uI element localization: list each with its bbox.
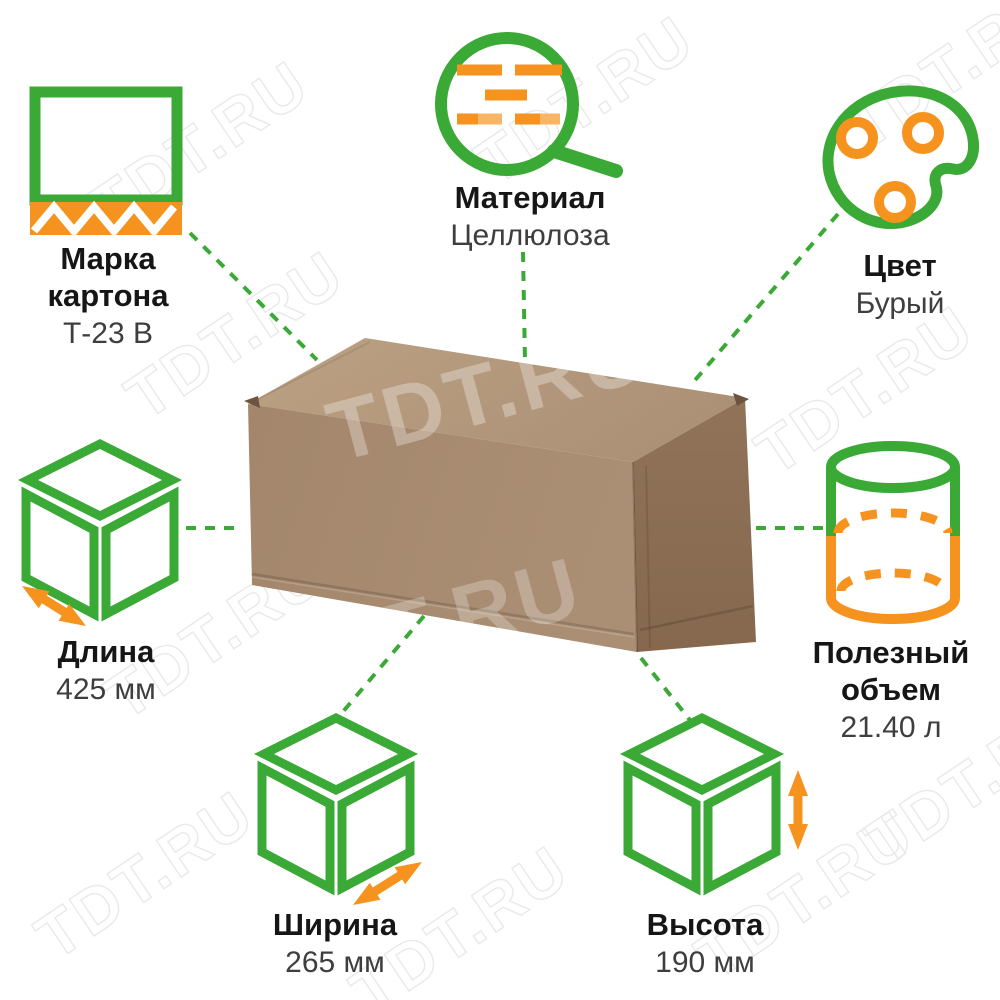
height-arrow [788,770,808,850]
box-top-face [248,338,745,462]
spec-color: Цвет Бурый [800,247,1000,322]
spec-value: 190 мм [655,946,755,979]
box-front-face [248,404,637,652]
spec-label: Цвет [863,248,937,283]
spec-label: Высота [646,907,764,942]
box-side-lid-seam [639,604,754,632]
spec-value: Целлюлоза [450,219,610,252]
box-flap-notch-left [244,396,260,408]
cardboard-cross-section-icon [29,86,183,237]
spec-material: Материал Целлюлоза [430,179,630,254]
width-arrow [353,862,422,905]
connector-line [339,614,426,716]
spec-label: Полезный объем [812,635,970,707]
cube-width-icon [253,712,422,905]
spec-height: Высота 190 мм [605,906,805,981]
cube-height-icon [619,712,808,896]
spec-length: Длина 425 мм [6,633,206,708]
box-flap-notch-right [733,393,749,406]
spec-value: 425 мм [56,673,156,706]
spec-label: Марка картона [47,241,169,313]
spec-label: Материал [454,180,606,215]
cube-length-icon [17,438,183,626]
spec-width: Ширина 265 мм [235,906,435,981]
spec-value: 265 мм [285,946,385,979]
palette-icon [822,85,980,230]
connector-line [639,656,695,726]
box-front-lid-highlight [251,576,635,638]
cylinder-volume-icon [826,441,960,624]
box-side-face [633,398,756,652]
box-top-seam [255,341,371,401]
spec-label: Ширина [272,907,398,942]
box-corner-edge [632,461,638,653]
spec-value: Т-23 В [62,317,154,350]
length-arrow [22,586,86,626]
spec-value: Бурый [855,287,945,320]
spec-cardboard-grade: Марка картона Т-23 В [8,240,208,352]
box-side-flap-seam [645,465,651,649]
box-front-lid-seam [251,572,635,636]
spec-label: Длина [57,634,155,669]
spec-volume: Полезный объем 21.40 л [791,634,991,746]
spec-value: 21.40 л [840,711,942,744]
magnifier-icon [435,32,623,178]
